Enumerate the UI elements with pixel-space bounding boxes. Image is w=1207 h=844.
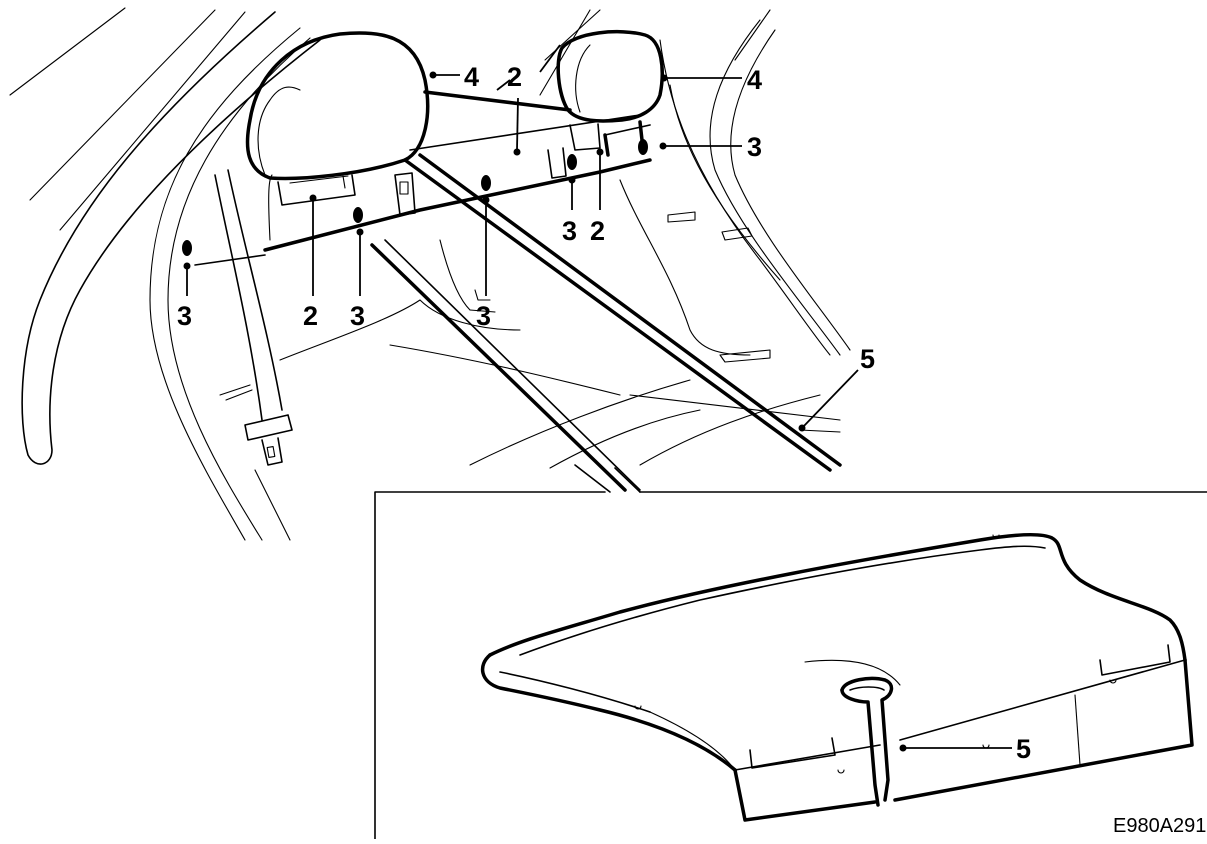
seat-back-top bbox=[409, 90, 651, 157]
callout-5-main: 5 bbox=[860, 344, 875, 374]
callout-3-right: 3 bbox=[747, 132, 762, 162]
callout-3-mid-right: 3 bbox=[562, 216, 577, 246]
center-buckle bbox=[394, 172, 416, 216]
callout-4-right: 4 bbox=[747, 65, 762, 95]
rear-window-lines bbox=[9, 7, 771, 231]
inset-leader: 5 bbox=[899, 734, 1031, 764]
callout-5-inset: 5 bbox=[1016, 734, 1031, 764]
left-c-pillar bbox=[21, 11, 321, 541]
callout-3-center: 3 bbox=[476, 301, 491, 331]
callout-2-left: 2 bbox=[303, 301, 318, 331]
floor-lines bbox=[279, 179, 841, 469]
leader-lines bbox=[183, 44, 859, 432]
callout-2-top: 2 bbox=[507, 62, 522, 92]
cabin-view: 4 2 4 3 2 3 2 3 2 3 3 5 bbox=[9, 7, 875, 541]
callout-4-left: 4 bbox=[464, 62, 479, 92]
callout-2-right: 2 bbox=[590, 216, 605, 246]
seat-back-lower-edge bbox=[194, 158, 652, 266]
fastener-holes bbox=[182, 139, 648, 256]
shelf-rails bbox=[370, 153, 842, 492]
callout-3-left: 3 bbox=[350, 301, 365, 331]
inset-view: 5 E980A291 bbox=[374, 464, 1207, 840]
left-headrest bbox=[245, 31, 430, 206]
right-headrest bbox=[547, 29, 664, 179]
callout-3-far-left: 3 bbox=[177, 301, 192, 331]
figure-code: E980A291 bbox=[1113, 815, 1206, 837]
right-c-pillar bbox=[659, 19, 851, 356]
rear-shelf-panel bbox=[480, 532, 1194, 822]
callout-labels: 4 2 4 3 2 3 2 3 2 3 3 5 bbox=[177, 62, 875, 374]
left-seat-belt bbox=[214, 169, 293, 541]
